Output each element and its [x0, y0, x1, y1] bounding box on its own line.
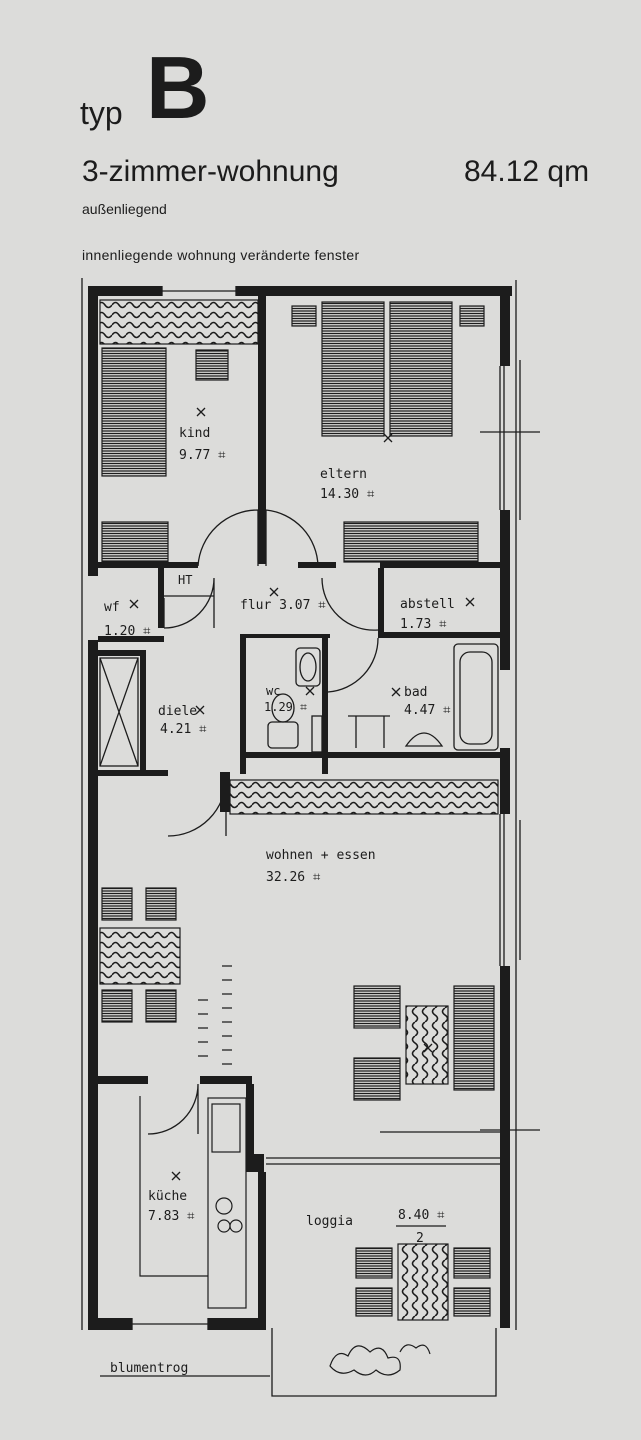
room-wohnen-name: wohnen + essen: [266, 848, 376, 863]
thin-lines: [81, 278, 540, 1397]
room-eltern-area: 14.30 ⌗: [320, 487, 375, 502]
flower-planter: [329, 1344, 431, 1376]
subtitle-exterior: außenliegend: [82, 201, 167, 217]
room-loggia-area: 8.40 ⌗: [398, 1208, 445, 1223]
apartment-area: 84.12 qm: [464, 155, 590, 188]
room-loggia-divisor: 2: [416, 1231, 424, 1246]
blumentrog-label: blumentrog: [110, 1361, 188, 1376]
dining-table: [353, 985, 495, 1101]
room-bad-area: 4.47 ⌗: [404, 703, 451, 718]
room-wc-name: wc: [266, 684, 280, 698]
room-eltern-name: eltern: [320, 467, 367, 482]
room-bad-name: bad: [404, 685, 427, 700]
room-flur-label: flur 3.07 ⌗: [240, 598, 326, 613]
room-kind-name: kind: [179, 426, 210, 441]
room-wf-area: 1.20 ⌗: [104, 624, 151, 639]
subtitle-interior-note: innenliegende wohnung veränderte fenster: [82, 247, 360, 263]
room-kueche-area: 7.83 ⌗: [148, 1209, 195, 1224]
loggia-furniture: [355, 1243, 491, 1321]
room-kueche-name: küche: [148, 1189, 187, 1204]
kind-furniture: [99, 299, 259, 563]
room-abstell-area: 1.73 ⌗: [400, 617, 447, 632]
room-wf-name: wf: [104, 600, 120, 615]
room-abstell-name: abstell: [400, 597, 455, 612]
sanitary-fixtures: [267, 643, 499, 753]
wohnen-wall-unit: [229, 779, 499, 815]
room-wohnen-area: 32.26 ⌗: [266, 870, 321, 885]
walls: [88, 286, 512, 1330]
doors: [147, 509, 379, 1135]
room-kind-area: 9.77 ⌗: [179, 448, 226, 463]
room-diele-name: diele: [158, 704, 197, 719]
room-wc-area: 1.29 ⌗: [264, 700, 307, 714]
eltern-furniture: [291, 301, 485, 563]
plan-type-prefix: typ: [80, 95, 123, 131]
ceiling-light-markers: [129, 407, 475, 1181]
apartment-title: 3-zimmer-wohnung: [82, 155, 339, 188]
ht-label: HT: [178, 573, 192, 587]
room-divider-shelf: [198, 965, 232, 1065]
plan-type-letter: B: [146, 38, 210, 137]
room-labels: kind 9.77 ⌗ eltern 14.30 ⌗ wf 1.20 ⌗ flu…: [104, 426, 455, 1376]
room-diele-area: 4.21 ⌗: [160, 722, 207, 737]
wohnen-seating: [99, 887, 181, 1023]
diele-wardrobe: [99, 657, 139, 767]
kitchen-counter: [139, 1096, 247, 1309]
room-loggia-name: loggia: [306, 1214, 353, 1229]
